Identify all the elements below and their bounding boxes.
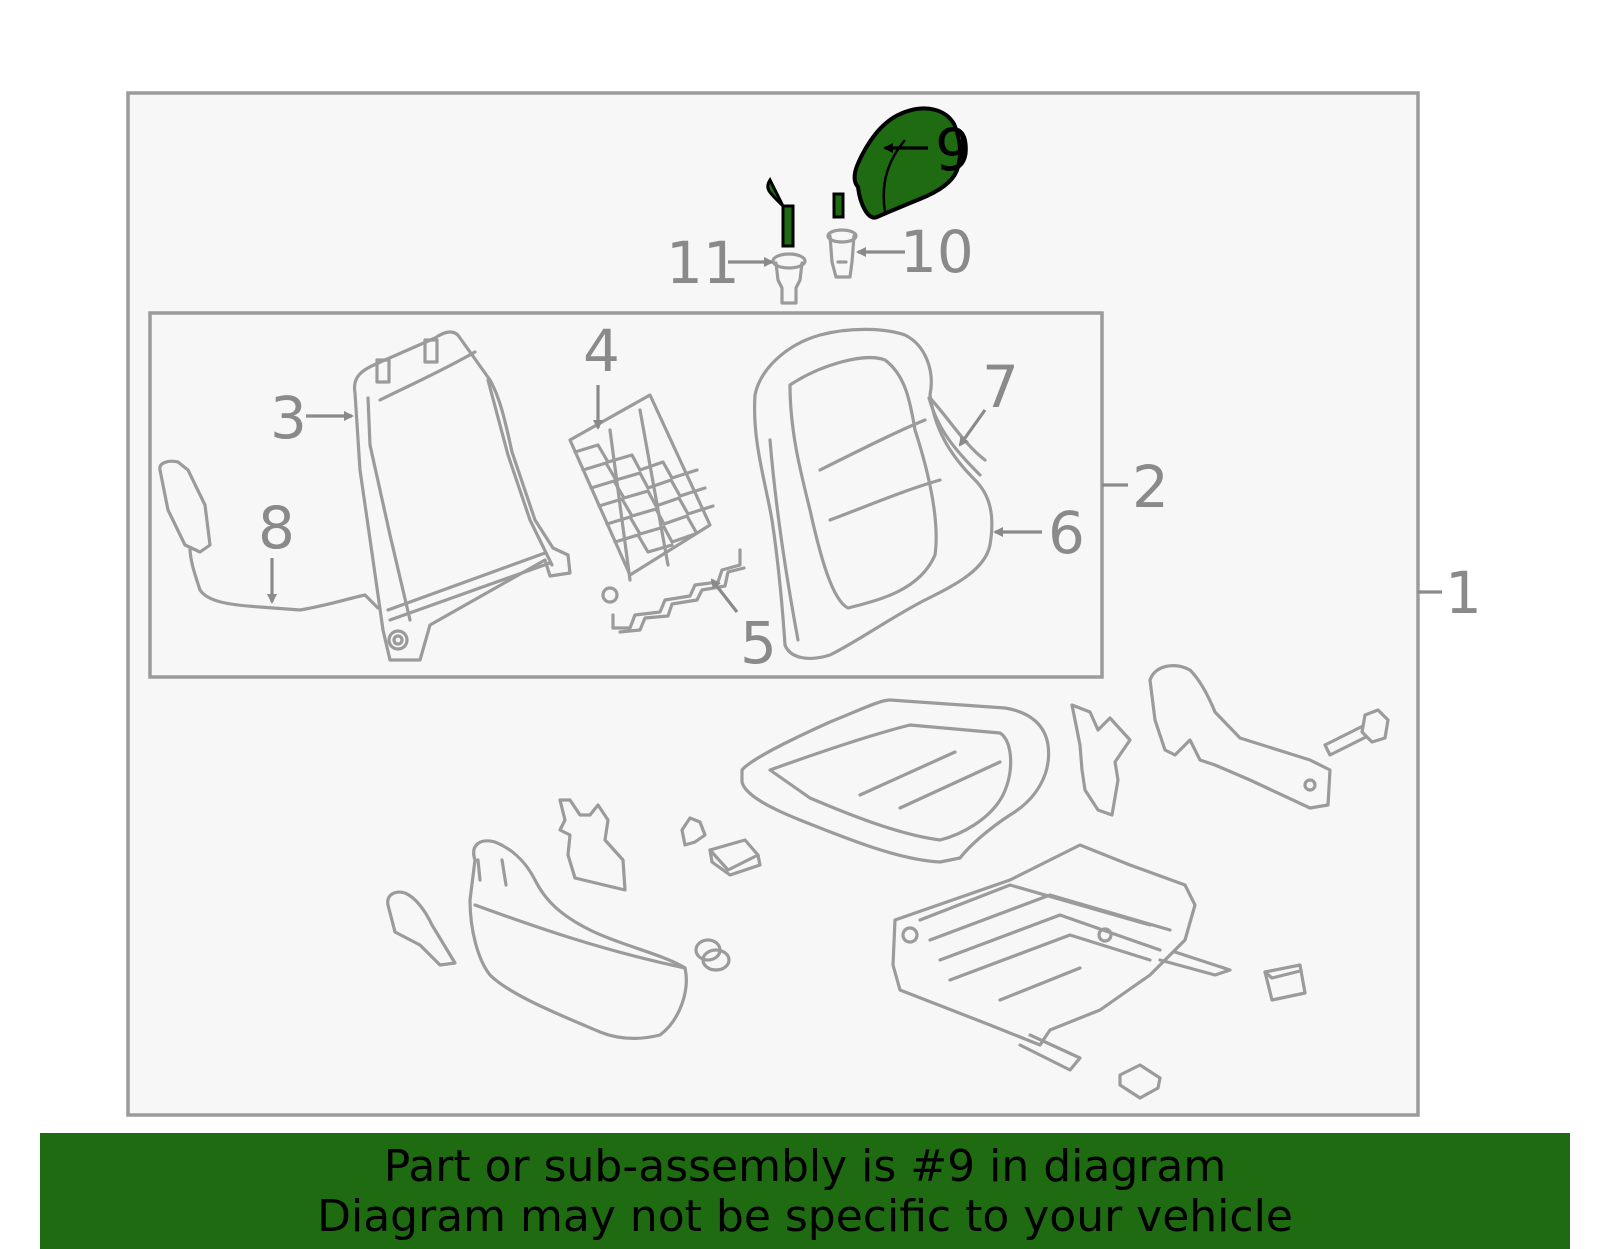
callout-1: 1	[1445, 559, 1482, 627]
cap-small[interactable]	[694, 938, 731, 972]
info-banner: Part or sub-assembly is #9 in diagram Di…	[40, 1133, 1570, 1249]
support-wire-part-5[interactable]	[611, 548, 746, 634]
callout-4: 4	[583, 317, 620, 385]
bracket-small[interactable]	[558, 798, 627, 892]
seat-back-frame-part-3[interactable]	[352, 330, 572, 662]
recliner-cable-part-8[interactable]	[158, 459, 380, 612]
callout-3: 3	[270, 384, 307, 452]
recliner-lever[interactable]	[386, 890, 457, 967]
lumbar-support-part-4[interactable]	[568, 393, 715, 604]
banner-line-1: Part or sub-assembly is #9 in diagram	[383, 1141, 1227, 1192]
callout-10: 10	[900, 218, 974, 286]
clip-block[interactable]	[708, 838, 762, 877]
callout-7: 7	[982, 353, 1019, 421]
leader-7	[958, 409, 987, 447]
callout-11: 11	[666, 229, 740, 297]
callout-2: 2	[1132, 453, 1169, 521]
clip-small[interactable]	[680, 816, 707, 847]
side-cover-right[interactable]	[1148, 664, 1332, 810]
cover-cap-right[interactable]	[1263, 963, 1307, 1002]
callout-6: 6	[1048, 499, 1085, 567]
bracket-right[interactable]	[1070, 703, 1132, 817]
side-shield[interactable]	[468, 839, 688, 1040]
callout-8: 8	[258, 494, 295, 562]
bolt[interactable]	[1323, 708, 1390, 757]
leader-5	[710, 578, 739, 613]
seat-cushion-frame[interactable]	[891, 843, 1232, 1072]
callout-9: 9	[935, 116, 972, 184]
headrest-part-9[interactable]	[766, 106, 963, 248]
clip-bottom[interactable]	[1118, 1063, 1162, 1100]
banner-line-2: Diagram may not be specific to your vehi…	[317, 1191, 1293, 1242]
seat-back-cover-part-6[interactable]	[752, 327, 994, 660]
seat-cushion[interactable]	[740, 698, 1051, 864]
callout-5: 5	[740, 609, 777, 677]
headrest-guide-part-10[interactable]	[826, 228, 858, 279]
